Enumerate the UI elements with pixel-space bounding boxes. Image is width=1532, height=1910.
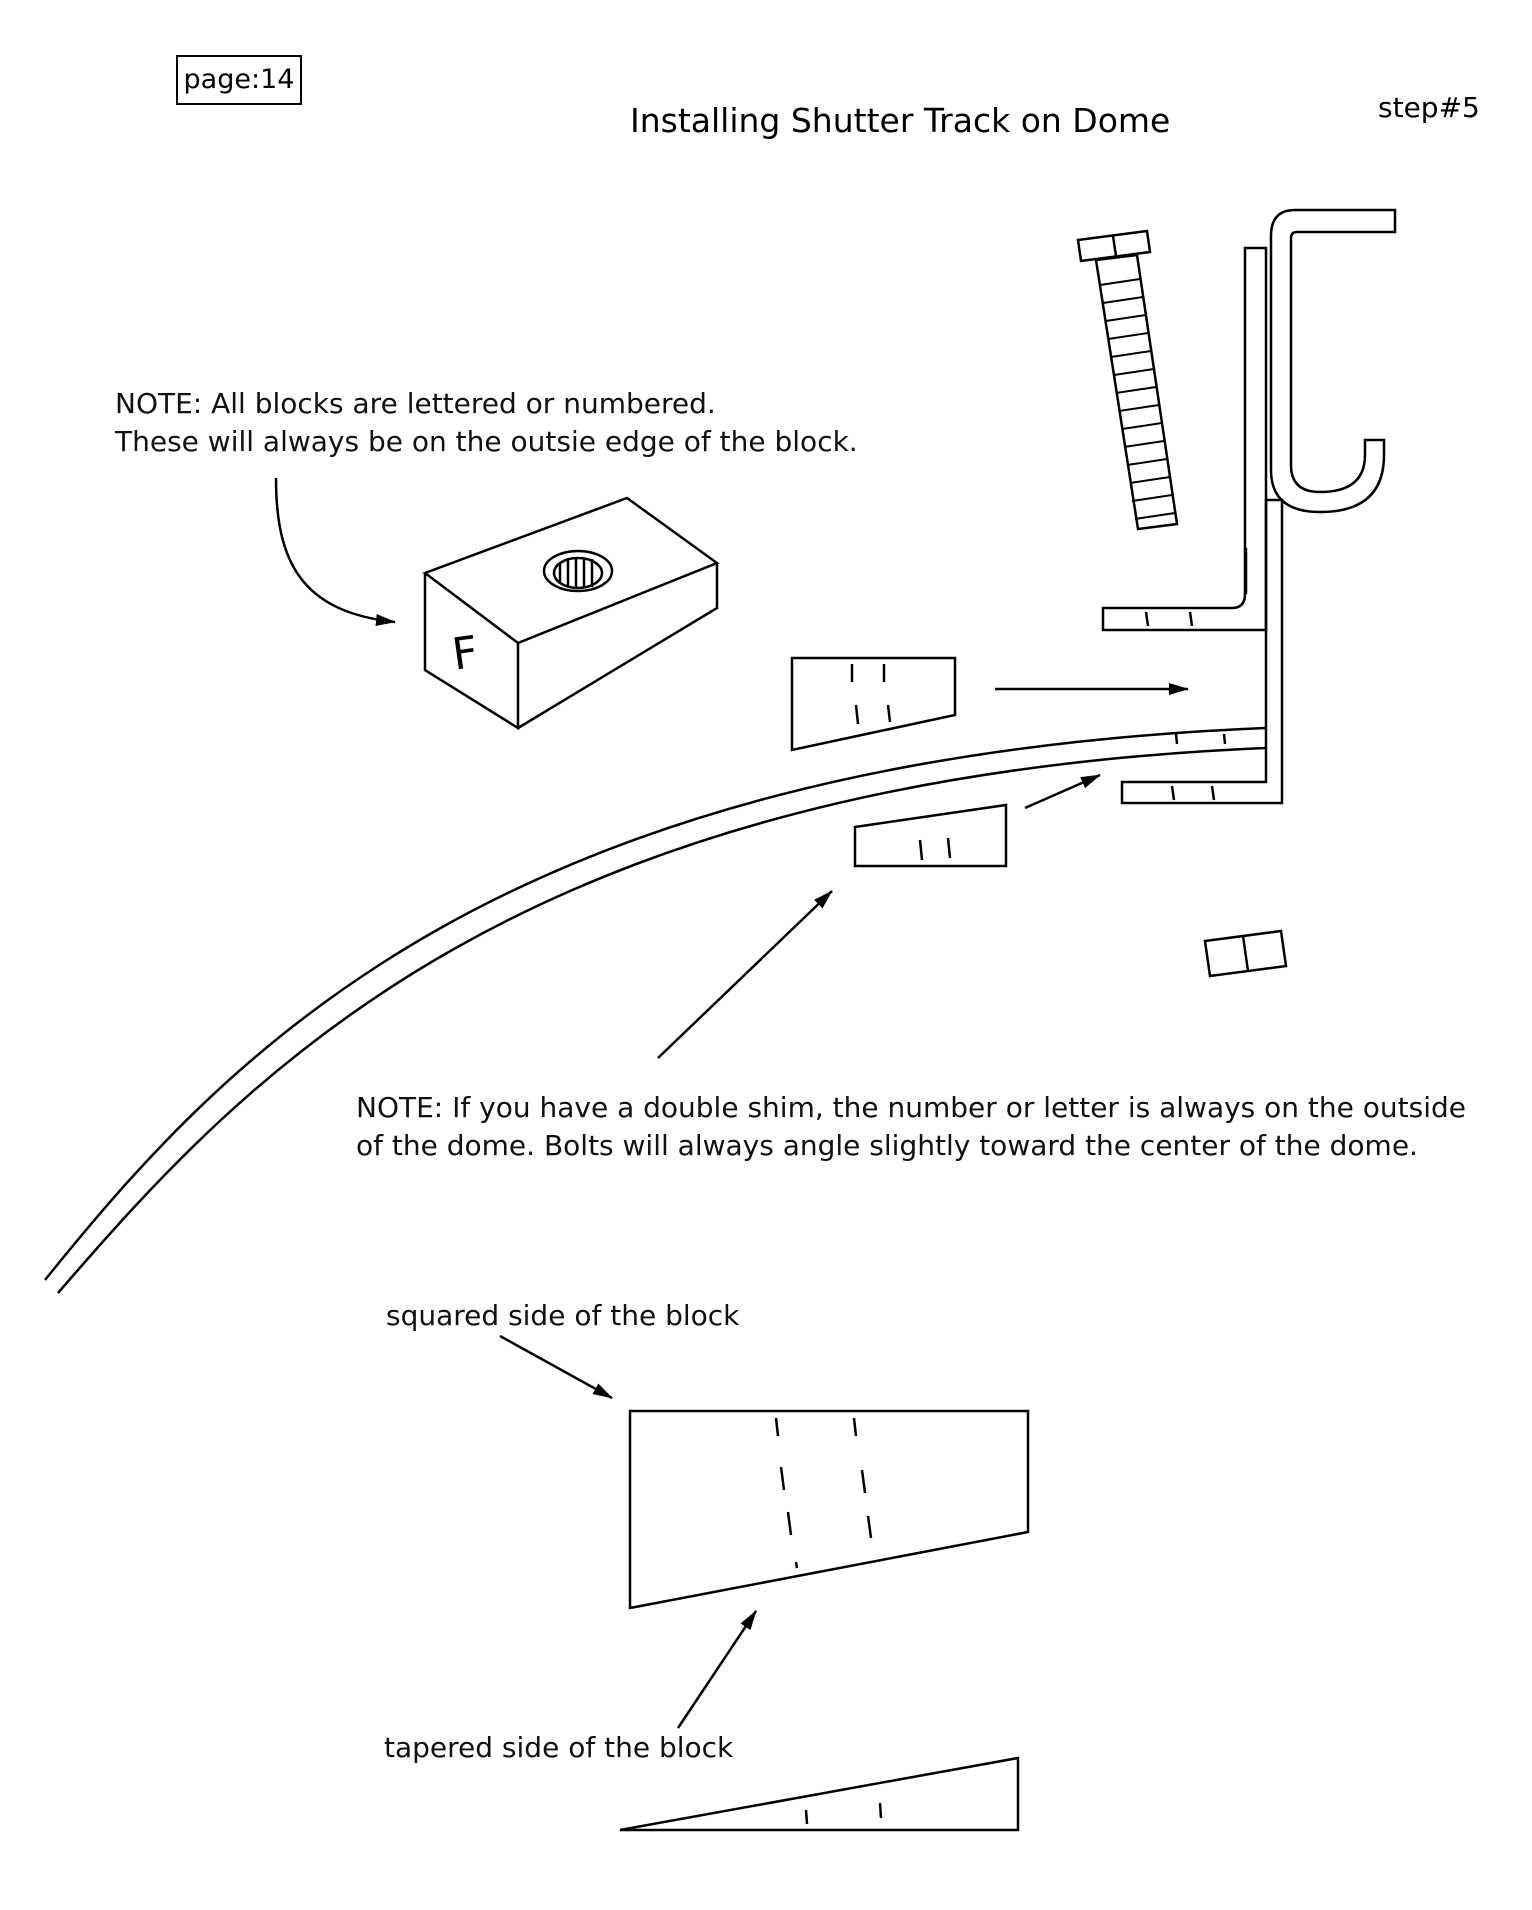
nut xyxy=(1203,929,1288,978)
arrow-lower-shim xyxy=(1024,773,1101,810)
shim-lower xyxy=(853,803,1008,868)
shim-upper xyxy=(790,656,957,752)
angle-bracket-lower xyxy=(1120,498,1284,805)
page-number-label: page:14 xyxy=(176,55,302,105)
bolt xyxy=(1076,229,1179,531)
dome-shell xyxy=(44,726,1266,1294)
squared-side-label: squared side of the block xyxy=(386,1299,740,1332)
step-label: step#5 xyxy=(1378,91,1480,124)
arrow-to-block xyxy=(274,477,396,626)
shim-note-line-2: of the dome. Bolts will always angle sli… xyxy=(356,1129,1418,1162)
tapered-side-label: tapered side of the block xyxy=(384,1731,734,1764)
block-note-line-1: NOTE: All blocks are lettered or numbere… xyxy=(115,387,716,420)
arrow-squared-side xyxy=(499,1334,613,1400)
shutter-track-j-hook xyxy=(1269,208,1397,514)
block-detail-large xyxy=(628,1409,1030,1610)
arrows xyxy=(274,477,1189,1729)
arrow-shim-note xyxy=(657,890,833,1059)
block-note-line-2: These will always be on the outsie edge … xyxy=(115,425,858,458)
shim-note-line-1: NOTE: If you have a double shim, the num… xyxy=(356,1091,1467,1124)
angle-bracket-upper xyxy=(1101,246,1268,632)
block-letter: F xyxy=(449,627,481,681)
page-title: Installing Shutter Track on Dome xyxy=(630,101,1171,140)
lettered-block xyxy=(422,496,720,731)
arrow-tapered-side xyxy=(676,1610,758,1729)
tapered-wedge xyxy=(619,1756,1020,1832)
